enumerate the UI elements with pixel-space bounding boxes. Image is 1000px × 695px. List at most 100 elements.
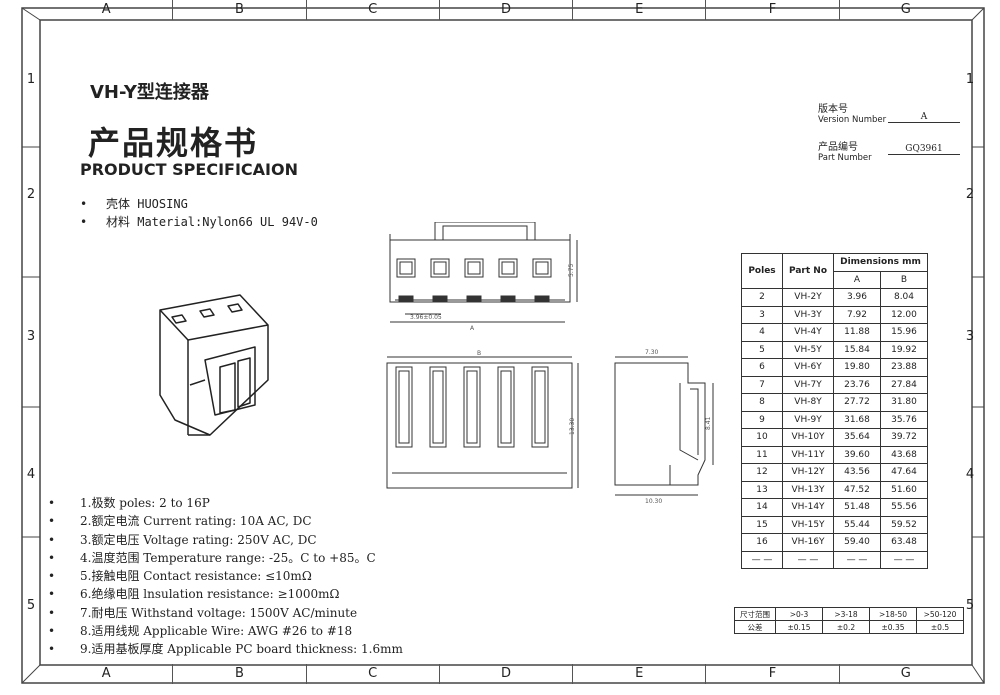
table-cell: >0-3 — [775, 607, 823, 621]
table-cell: VH-8Y — [782, 393, 834, 412]
part-label-cn: 产品编号 — [818, 142, 858, 153]
table-cell: VH-14Y — [782, 498, 834, 517]
table-cell: ±0.15 — [775, 620, 823, 634]
zone-letters-bottom: A B C D E F G — [40, 664, 972, 684]
zone-label: B — [173, 664, 307, 684]
list-item: •6.绝缘电阻 lnsulation resistance: ≥1000mΩ — [48, 587, 340, 602]
table-cell: VH-10Y — [782, 428, 834, 447]
zone-label: F — [706, 664, 840, 684]
table-cell: VH-3Y — [782, 305, 834, 324]
table-cell: — — — [880, 550, 928, 569]
list-item: •8.适用线规 Applicable Wire: AWG #26 to #18 — [48, 624, 353, 639]
table-cell: 23.88 — [880, 358, 928, 377]
table-cell: 55.56 — [880, 498, 928, 517]
table-cell: 10 — [741, 428, 783, 447]
spec-list: •1.极数 poles: 2 to 16P •2.额定电流 Current ra… — [48, 494, 403, 659]
table-cell: 27.72 — [833, 393, 881, 412]
table-cell: 11 — [741, 445, 783, 464]
table-cell: VH-9Y — [782, 410, 834, 429]
version-value: A — [888, 112, 960, 123]
product-title: VH-Y型连接器 — [90, 82, 209, 103]
table-cell: 31.68 — [833, 410, 881, 429]
col-header-b: B — [880, 270, 928, 289]
zone-label: C — [307, 664, 440, 684]
table-cell: 8 — [741, 393, 783, 412]
row-label: 2 — [26, 187, 36, 202]
table-cell: — — — [782, 550, 834, 569]
top-view-drawing: 5.75 3.96±0.05 A — [389, 222, 578, 332]
list-item: •9.适用基板厚度 Applicable PC board thickness:… — [48, 642, 403, 657]
dim-label: 8.41 — [705, 416, 712, 430]
table-cell: VH-6Y — [782, 358, 834, 377]
front-view-drawing: B 13.30 — [386, 350, 579, 489]
table-cell: VH-4Y — [782, 323, 834, 342]
table-cell: ±0.2 — [822, 620, 870, 634]
table-cell: 5 — [741, 340, 783, 359]
list-item: •5.接触电阻 Contact resistance: ≤10mΩ — [48, 569, 312, 584]
table-cell: 7.92 — [833, 305, 881, 324]
table-cell: 39.72 — [880, 428, 928, 447]
list-item: •1.极数 poles: 2 to 16P — [48, 496, 210, 510]
table-cell: 公差 — [734, 620, 776, 634]
table-cell: VH-2Y — [782, 288, 834, 307]
row-label: 1 — [965, 72, 975, 87]
version-label-en: Version Number — [818, 115, 887, 125]
table-cell: >3-18 — [822, 607, 870, 621]
list-item: •材料 Material:Nylon66 UL 94V-0 — [80, 215, 318, 229]
table-cell: VH-13Y — [782, 480, 834, 499]
table-cell: 尺寸范围 — [734, 607, 776, 621]
table-cell: 35.64 — [833, 428, 881, 447]
table-cell: 63.48 — [880, 533, 928, 552]
table-cell: 55.44 — [833, 515, 881, 534]
list-item: •4.温度范围 Temperature range: -25。C to +85。… — [48, 550, 376, 565]
zone-label: G — [900, 2, 911, 17]
list-item: •2.额定电流 Current rating: 10A AC, DC — [48, 514, 312, 529]
table-cell: 15 — [741, 515, 783, 534]
table-cell: >18-50 — [869, 607, 917, 621]
table-cell: 43.56 — [833, 463, 881, 482]
table-cell: — — — [833, 550, 881, 569]
dim-label: 5.75 — [568, 263, 575, 277]
col-header-poles: Poles — [741, 253, 783, 289]
zone-letters-top: A B C D E F G — [40, 0, 972, 20]
zone-label: D — [440, 664, 574, 684]
part-value: GQ3961 — [888, 144, 960, 155]
table-cell: 12.00 — [880, 305, 928, 324]
zone-label: G — [900, 666, 911, 681]
table-cell: 8.04 — [880, 288, 928, 307]
table-cell: VH-5Y — [782, 340, 834, 359]
part-label-en: Part Number — [818, 153, 872, 163]
row-label: 5 — [965, 598, 975, 613]
table-cell: 11.88 — [833, 323, 881, 342]
dim-label: B — [477, 350, 481, 357]
table-cell: 12 — [741, 463, 783, 482]
table-cell: 14 — [741, 498, 783, 517]
list-item: •7.耐电压 Withstand voltage: 1500V AC/minut… — [48, 605, 358, 620]
table-cell: 2 — [741, 288, 783, 307]
material-bullets: •壳体 HUOSING •材料 Material:Nylon66 UL 94V-… — [80, 195, 318, 231]
table-cell: 51.48 — [833, 498, 881, 517]
row-label: 4 — [26, 467, 36, 482]
zone-label: E — [573, 664, 707, 684]
table-cell: 43.68 — [880, 445, 928, 464]
table-cell: 4 — [741, 323, 783, 342]
table-row: 公差 ±0.15 ±0.2 ±0.35 ±0.5 — [734, 620, 964, 634]
row-label: 5 — [26, 598, 36, 613]
table-row: 尺寸范围 >0-3 >3-18 >18-50 >50-120 — [734, 607, 964, 621]
table-cell: 3 — [741, 305, 783, 324]
